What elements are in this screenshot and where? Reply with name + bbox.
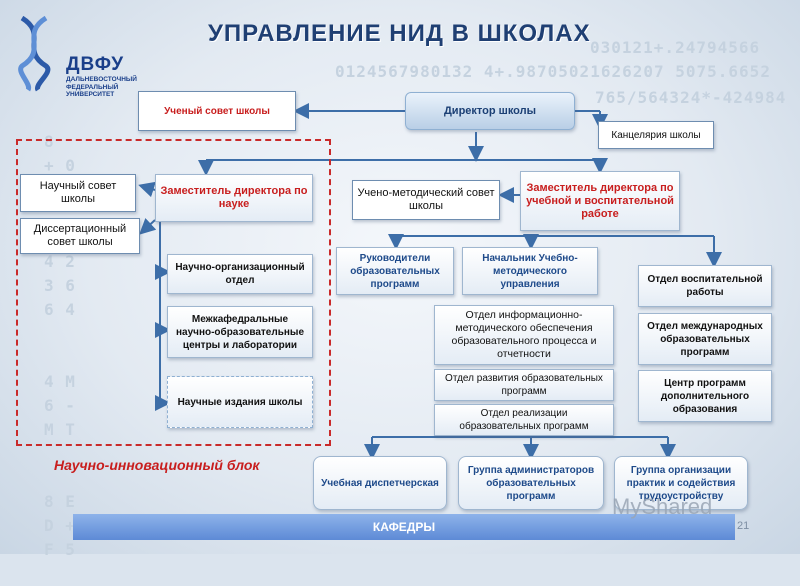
interdepartmental-centers-box: Межкафедральные научно-образовательные ц… [167, 306, 313, 358]
dissertation-council-box: Диссертационный совет школы [20, 218, 140, 254]
info-methodical-dept-box: Отдел информационно-методического обеспе… [434, 305, 614, 365]
director-box: Директор школы [405, 92, 575, 130]
innovation-block-label: Научно-инновационный блок [54, 457, 260, 473]
head-methodical-dept-box: Начальник Учебно-методического управлени… [462, 247, 598, 295]
additional-education-center-box: Центр программ дополнительного образован… [638, 370, 772, 422]
methodical-council-box: Учено-методический совет школы [352, 180, 500, 220]
science-council-box: Научный совет школы [20, 174, 136, 212]
chancellery-box: Канцелярия школы [598, 121, 714, 149]
university-logo: ДВФУ ДАЛЬНЕВОСТОЧНЫЙ ФЕДЕРАЛЬНЫЙ УНИВЕРС… [14, 15, 164, 98]
logo-subtitle: ДАЛЬНЕВОСТОЧНЫЙ ФЕДЕРАЛЬНЫЙ УНИВЕРСИТЕТ [66, 76, 137, 98]
program-leaders-box: Руководители образовательных программ [336, 247, 454, 295]
educational-work-dept-box: Отдел воспитательной работы [638, 265, 772, 307]
page-title: УПРАВЛЕНИЕ НИД В ШКОЛАХ [208, 20, 591, 47]
program-administrators-group-box: Группа администраторов образовательных п… [458, 456, 604, 510]
research-org-dept-box: Научно-организационный отдел [167, 254, 313, 294]
departments-bar: КАФЕДРЫ [73, 514, 735, 540]
bg-digits-2: 0124567980132 4+.98705021626207 5075.665… [335, 62, 771, 81]
deputy-director-science-box: Заместитель директора по науке [155, 174, 313, 222]
page-number: 21 [737, 520, 750, 532]
watermark: MyShared [612, 494, 713, 519]
deputy-director-education-box: Заместитель директора по учебной и воспи… [520, 171, 680, 231]
school-publications-box: Научные издания школы [167, 376, 313, 428]
dna-helix-icon [18, 15, 51, 92]
bg-digits-1: 030121+.24794566 [590, 38, 761, 57]
dispatch-office-box: Учебная диспетчерская [313, 456, 447, 510]
practice-employment-group-box: Группа организации практик и содействия … [614, 456, 748, 510]
program-implementation-dept-box: Отдел реализации образовательных програм… [434, 404, 614, 436]
scientific-innovation-block [16, 139, 331, 446]
logo-name: ДВФУ [66, 54, 125, 75]
international-programs-dept-box: Отдел международных образовательных прог… [638, 313, 772, 365]
connector-lines [138, 103, 722, 460]
departments-label: КАФЕДРЫ [372, 520, 436, 534]
bg-digits-3: 765/564324*-424984 [595, 88, 787, 107]
academic-council-box: Ученый совет школы [138, 91, 296, 131]
program-development-dept-box: Отдел развития образовательных программ [434, 369, 614, 401]
